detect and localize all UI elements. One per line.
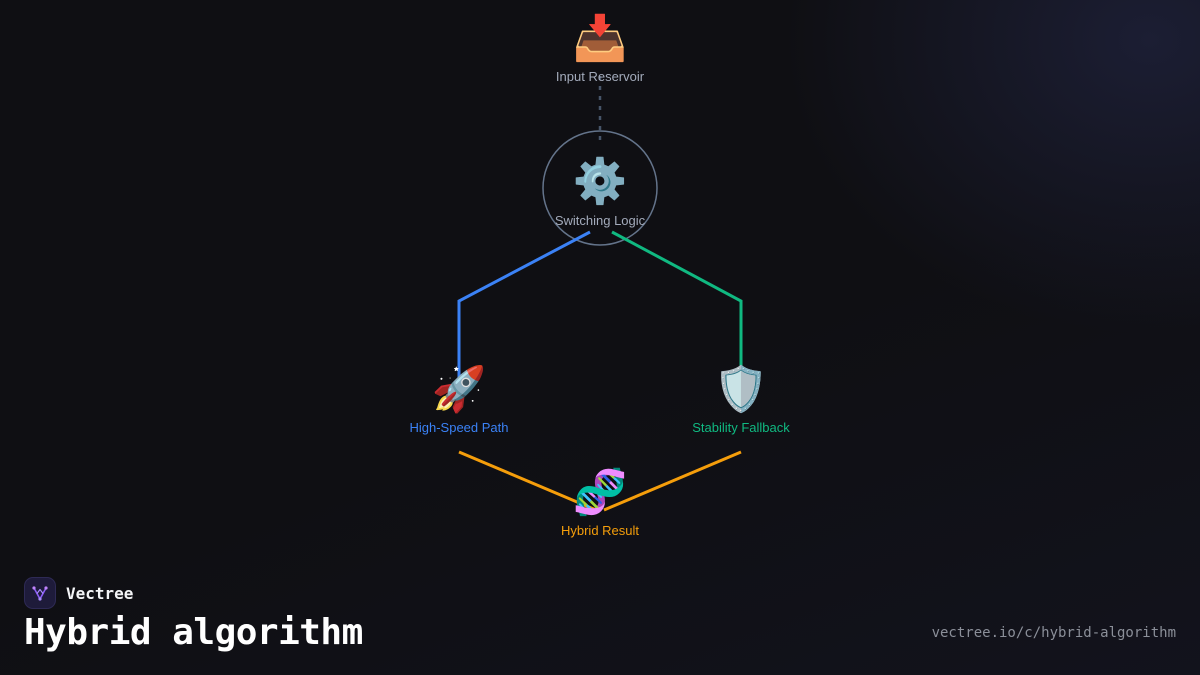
node-label-high-speed-path: High-Speed Path — [409, 420, 509, 435]
dna-icon: 🧬 — [572, 467, 628, 518]
node-high-speed-path: 🚀 High-Speed Path — [359, 364, 559, 436]
gear-icon: ⚙️ — [572, 156, 628, 207]
node-input-reservoir: 📥 Input Reservoir — [500, 13, 700, 85]
rocket-icon: 🚀 — [431, 364, 487, 415]
node-label-input-reservoir: Input Reservoir — [555, 69, 645, 84]
inbox-tray-icon: 📥 — [572, 13, 628, 64]
node-label-hybrid-result: Hybrid Result — [560, 523, 640, 538]
page-url[interactable]: vectree.io/c/hybrid-algorithm — [931, 625, 1176, 641]
node-label-stability-fallback: Stability Fallback — [692, 420, 790, 435]
brand-name: Vectree — [66, 583, 134, 603]
edge-switching-to-stability — [611, 230, 743, 378]
switching-logic-ring — [542, 130, 658, 246]
node-switching-logic: ⚙️ Switching Logic — [500, 156, 700, 229]
edge-high-speed-to-hybrid — [458, 450, 597, 512]
edge-switching-to-high-speed — [457, 230, 591, 378]
edge-stability-to-hybrid — [603, 450, 742, 512]
shield-icon: 🛡️ — [713, 364, 769, 415]
page-title: Hybrid algorithm — [24, 612, 363, 653]
node-hybrid-result: 🧬 Hybrid Result — [500, 467, 700, 539]
node-stability-fallback: 🛡️ Stability Fallback — [641, 364, 841, 436]
node-label-switching-logic: Switching Logic — [554, 213, 646, 228]
brand[interactable]: Vectree — [24, 577, 133, 609]
vectree-logo-icon — [24, 577, 56, 609]
